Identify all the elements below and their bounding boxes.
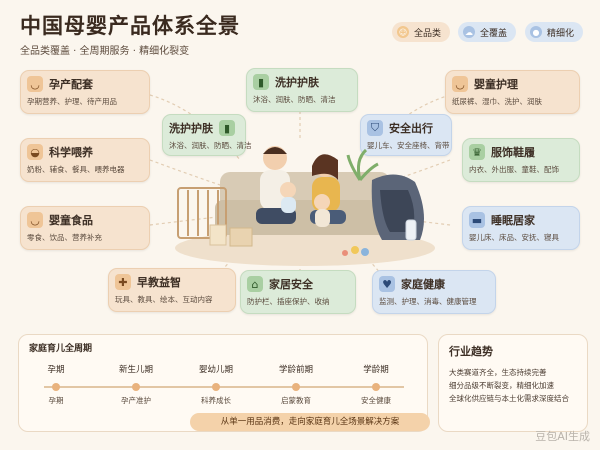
card-desc: 监测、护理、消毒、健康管理 <box>379 297 477 306</box>
legend-label: 全覆盖 <box>480 28 508 39</box>
trend-title: 行业趋势 <box>449 345 493 358</box>
card-maternity[interactable]: ◡ 孕产配套 孕期营养、护理、待产用品 <box>20 70 150 114</box>
card-desc: 纸尿裤、湿巾、洗护、润肤 <box>452 97 542 106</box>
timeline-stage-sub: 科养成长 <box>201 396 231 405</box>
card-food[interactable]: ◡ 婴童食品 零食、饮品、营养补充 <box>20 206 150 250</box>
heart-icon: ♥ <box>379 276 395 292</box>
card-desc: 玩具、教具、绘本、互动内容 <box>115 295 213 304</box>
bowl-icon: ◡ <box>27 212 43 228</box>
card-title: 早教益智 <box>137 276 181 289</box>
timeline-track <box>44 383 404 391</box>
card-feeding[interactable]: ◒ 科学喂养 奶粉、辅食、餐具、喂养电器 <box>20 138 150 182</box>
card-desc: 奶粉、辅食、餐具、喂养电器 <box>27 165 125 174</box>
bottle-icon: ▮ <box>253 74 269 90</box>
card-desc: 沐浴、润肤、防晒、清洁 <box>169 141 252 150</box>
timeline-stage-label: 学龄前期 <box>278 365 313 375</box>
legend-item-refined: ● 精细化 <box>525 22 584 42</box>
timeline-stage-label: 学龄期 <box>363 365 389 375</box>
card-apparel[interactable]: ♛ 服饰鞋履 内衣、外出服、童鞋、配饰 <box>462 138 580 182</box>
legend-item-full-category: ☺ 全品类 <box>392 22 451 42</box>
card-title: 婴童护理 <box>474 78 518 91</box>
card-sleep-home[interactable]: ▬ 睡眠居家 婴儿床、床品、安抚、寝具 <box>462 206 580 250</box>
legend-label: 精细化 <box>547 28 575 39</box>
legend-item-full-coverage: ☁ 全覆盖 <box>458 22 517 42</box>
timeline-stage-sub: 孕期 <box>48 396 64 405</box>
card-title: 科学喂养 <box>49 146 93 159</box>
bottle-icon: ▮ <box>219 120 235 136</box>
card-safe-travel[interactable]: ⛉ 安全出行 婴儿车、安全座椅、背带 <box>360 114 452 156</box>
timeline-stage-label: 婴幼儿期 <box>198 365 233 375</box>
card-baby-care[interactable]: ◡ 婴童护理 纸尿裤、湿巾、洗护、润肤 <box>445 70 580 114</box>
page-title: 中国母婴产品体系全景 <box>20 14 240 38</box>
timeline-stage-sub: 安全健康 <box>361 396 391 405</box>
card-desc: 防护栏、插座保护、收纳 <box>247 297 330 306</box>
trend-line: 大类赛道齐全，生态持续完善 <box>449 368 547 377</box>
card-desc: 婴儿车、安全座椅、背带 <box>367 141 450 150</box>
card-early-education[interactable]: ✚ 早教益智 玩具、教具、绘本、互动内容 <box>108 268 236 312</box>
timeline-stage-label: 孕期 <box>47 365 65 375</box>
bed-icon: ▬ <box>469 212 485 228</box>
puzzle-icon: ✚ <box>115 274 131 290</box>
card-title: 服饰鞋履 <box>491 146 535 159</box>
card-desc: 零食、饮品、营养补充 <box>27 233 102 242</box>
card-title: 婴童食品 <box>49 214 93 227</box>
card-desc: 婴儿床、床品、安抚、寝具 <box>469 233 559 242</box>
shield-icon: ⛉ <box>367 120 383 136</box>
card-title: 孕产配套 <box>49 78 93 91</box>
timeline-stage-sub: 启蒙教育 <box>281 396 311 405</box>
house-icon: ⌂ <box>247 276 263 292</box>
page-subtitle: 全品类覆盖 · 全周期服务 · 精细化裂变 <box>20 46 190 57</box>
family-illustration <box>175 146 435 266</box>
shirt-icon: ♛ <box>469 144 485 160</box>
trend-line: 细分品级不断裂变，精细化加速 <box>449 381 554 390</box>
timeline-stage-label: 新生儿期 <box>118 365 153 375</box>
bowl-icon: ◒ <box>27 144 43 160</box>
card-wash-care-inner[interactable]: 洗护护肤 ▮ 沐浴、润肤、防晒、清洁 <box>162 114 252 156</box>
card-home-health[interactable]: ♥ 家庭健康 监测、护理、消毒、健康管理 <box>372 270 496 314</box>
card-title: 家庭健康 <box>401 278 445 291</box>
drop-icon: ● <box>530 26 542 38</box>
timeline-stage-sub: 孕产准护 <box>121 396 151 405</box>
trend-line: 全球化供应链与本土化需求深度结合 <box>449 394 569 403</box>
legend-label: 全品类 <box>414 28 442 39</box>
card-desc: 孕期营养、护理、待产用品 <box>27 97 117 106</box>
industry-trend-panel: 行业趋势 大类赛道齐全，生态持续完善 细分品级不断裂变，精细化加速 全球化供应链… <box>438 334 588 432</box>
card-wash-care-top[interactable]: ▮ 洗护护肤 沐浴、润肤、防晒、清洁 <box>246 68 358 112</box>
smile-icon: ☺ <box>397 26 409 38</box>
bottom-banner: 从单一用品消费，走向家庭育儿全场景解决方案 <box>190 413 430 431</box>
card-title: 安全出行 <box>389 122 433 135</box>
timeline-title: 家庭育儿全周期 <box>29 344 93 354</box>
card-title: 洗护护肤 <box>169 122 213 135</box>
card-desc: 沐浴、润肤、防晒、清洁 <box>253 95 336 104</box>
diaper-icon: ◡ <box>452 76 468 92</box>
card-title: 洗护护肤 <box>275 76 319 89</box>
card-home-safety[interactable]: ⌂ 家居安全 防护栏、插座保护、收纳 <box>240 270 356 314</box>
card-title: 睡眠居家 <box>491 214 535 227</box>
card-title: 家居安全 <box>269 278 313 291</box>
card-desc: 内衣、外出服、童鞋、配饰 <box>469 165 559 174</box>
watermark: 豆包AI生成 <box>535 430 590 443</box>
diaper-icon: ◡ <box>27 76 43 92</box>
cloud-icon: ☁ <box>463 26 475 38</box>
